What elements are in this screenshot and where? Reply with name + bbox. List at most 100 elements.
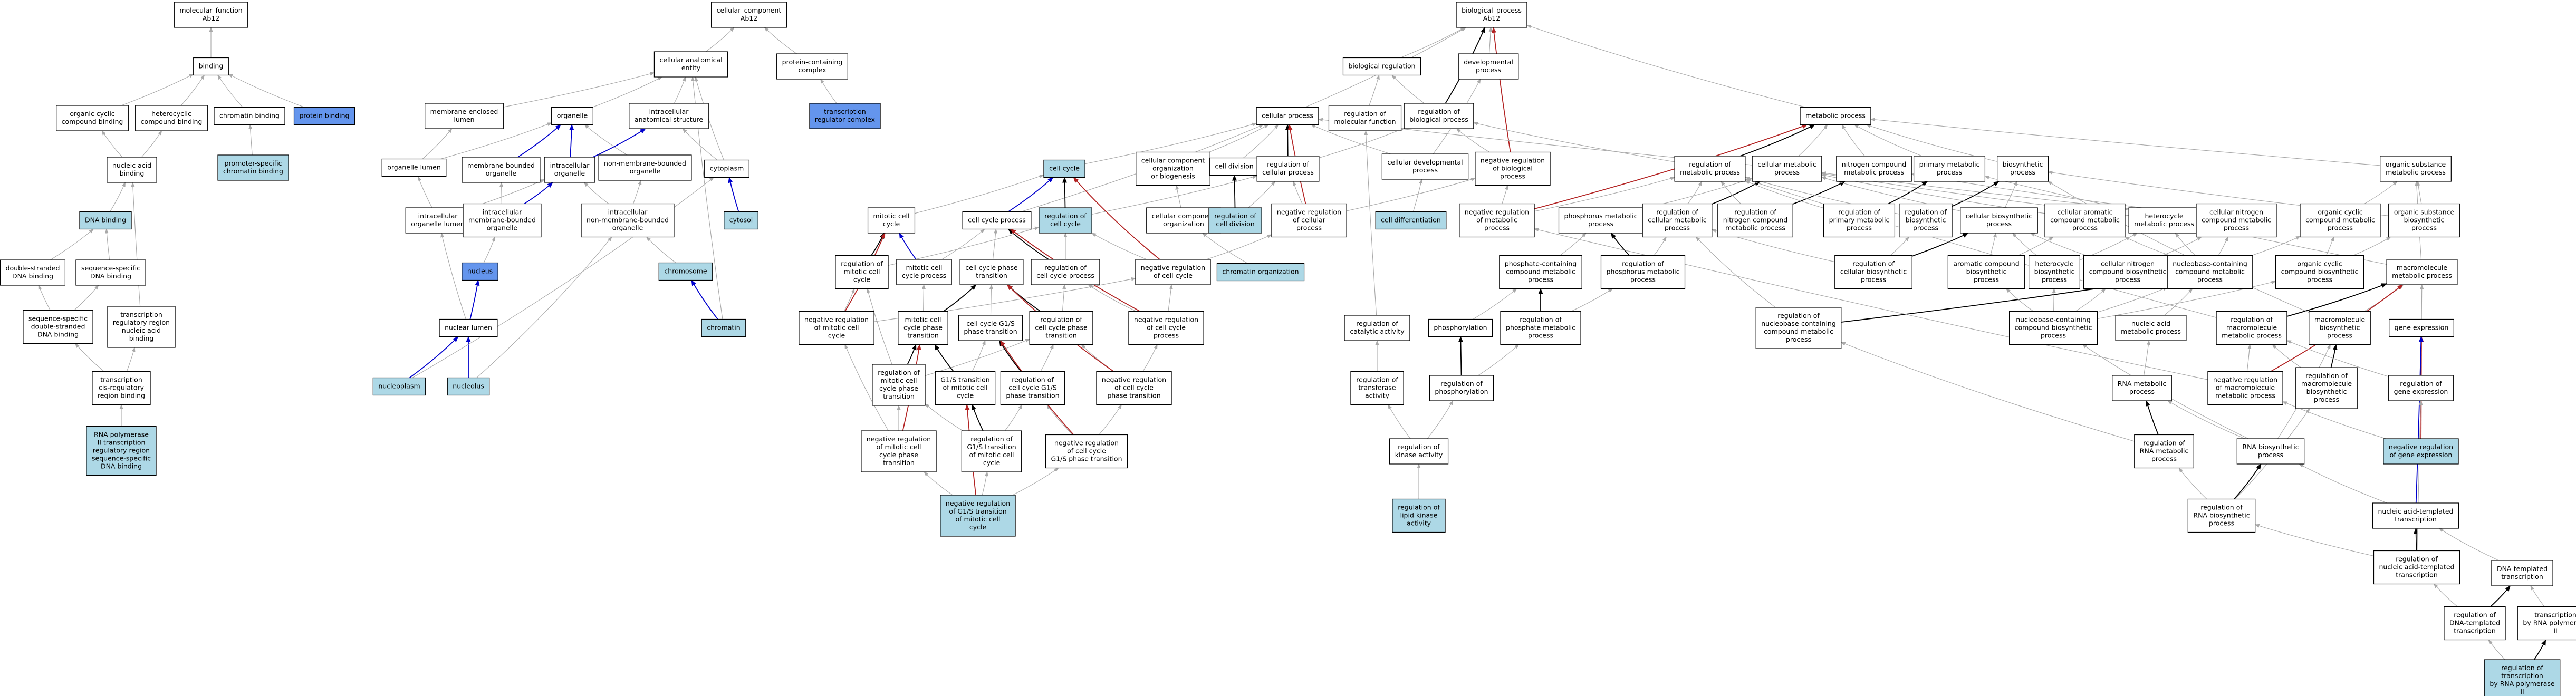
- edge-nucleoplasm-to-cytoplasm: [412, 177, 714, 378]
- node-label-line: biosynthetic: [2320, 324, 2360, 332]
- edge-ncmp-to-metproc: [1841, 124, 1865, 157]
- node-label-line: compound binding: [62, 118, 123, 125]
- node-label-line: biosynthetic: [2034, 268, 2075, 276]
- node-label-line: negative regulation: [804, 316, 869, 324]
- edge-regmacbiosyn-to-regmacmet: [2272, 344, 2301, 368]
- node-label-line: nucleobase-containing: [2016, 316, 2091, 324]
- node-label-line: compound metabolic: [2050, 216, 2120, 224]
- node-label-line: regulation of: [1344, 110, 1386, 118]
- node-box: [79, 211, 132, 230]
- edge-tcrrb-to-ssdsdna: [74, 343, 104, 372]
- edge-regcd-to-celldiv: [1232, 175, 1237, 208]
- node-chromorg: chromatin organization: [1216, 263, 1305, 282]
- node-cytosol: cytosol: [724, 211, 758, 230]
- node-label-line: double-stranded: [6, 264, 60, 272]
- node-box: [1216, 263, 1305, 282]
- node-box: [2380, 156, 2452, 182]
- node-label-line: RNA polymerase: [94, 431, 149, 439]
- node-label-line: phosphorus metabolic: [1564, 212, 1638, 220]
- edge-negrmacmet-to-regmacmet: [2246, 344, 2252, 372]
- node-label-line: process: [1528, 276, 1553, 284]
- node-box: [2491, 560, 2553, 586]
- node-label-line: process: [1937, 168, 1962, 176]
- node-label-line: nucleic acid: [2131, 320, 2170, 327]
- node-label-line: DNA binding: [12, 272, 53, 280]
- node-label-line: compound metabolic: [2305, 216, 2375, 224]
- edge-negrmitcc-to-regmitcc: [843, 288, 855, 312]
- node-label: binding: [199, 62, 224, 70]
- node-box: [2372, 502, 2459, 529]
- node-label-line: organelle: [487, 224, 518, 232]
- node-label-line: cell cycle: [1050, 220, 1081, 228]
- node-box: [1500, 311, 1581, 345]
- edge-osbp-to-osmp: [2416, 181, 2422, 204]
- node-box: [2187, 498, 2256, 533]
- node-label-line: cycle process: [902, 272, 946, 279]
- node-label-line: process: [2258, 451, 2283, 459]
- edge-regnatrans-to-reggeneexp: [2417, 400, 2423, 551]
- node-box: [1752, 156, 1822, 182]
- node-label-line: regulation of: [1852, 260, 1895, 268]
- node-box: [0, 259, 66, 286]
- node-box: [1600, 255, 1686, 289]
- edge-cellbiosyn-to-biosyn: [2004, 181, 2017, 208]
- edge-cncbp-to-cellbiosyn: [2030, 233, 2087, 256]
- node-box: [711, 2, 787, 28]
- node-label-line: primary metabolic: [1829, 216, 1890, 224]
- node-ccproc: cell cycle process: [962, 211, 1032, 230]
- node-box: [898, 311, 948, 345]
- node-label-line: cell cycle phase: [1035, 324, 1088, 332]
- node-label: nucleoplasm: [378, 382, 420, 390]
- edge-nbccbp-to-occbp: [2097, 281, 2276, 320]
- node-label-line: regulation of: [1418, 108, 1460, 115]
- node-label-line: negative regulation: [1465, 208, 1529, 216]
- node-label-line: cellular anatomical: [659, 56, 722, 64]
- node-label-line: transition: [883, 392, 915, 400]
- node-label-line: catalytic activity: [1350, 327, 1405, 335]
- node-box: [1136, 151, 1210, 186]
- edge-regrnamet-to-regnbcbp: [1840, 342, 2135, 442]
- node-label-line: nucleolus: [453, 382, 484, 390]
- edge-ccob-to-cellproc: [1209, 124, 1270, 153]
- edge-nab-to-ocb: [101, 130, 123, 158]
- edge-inmbo-to-intraorg: [583, 182, 609, 204]
- node-box: [2517, 606, 2576, 641]
- node-label-line: protein-containing: [782, 58, 843, 66]
- edge-regpmp-to-regmetp: [1744, 180, 1824, 209]
- edge-regpmp-to-primmet: [1888, 181, 1928, 205]
- node-label-line: II: [2520, 688, 2524, 695]
- node-box: [2236, 438, 2305, 465]
- edge-trrnab-to-nab: [131, 182, 141, 307]
- node-label-line: of mitotic cell: [943, 384, 988, 392]
- node-label-line: by RNA polymerase: [2490, 680, 2554, 688]
- edge-nbcmp-to-occmp: [2252, 236, 2301, 256]
- node-box: [1209, 157, 1260, 176]
- node-box: [86, 426, 157, 476]
- node-box: [2300, 203, 2381, 238]
- node-label-line: cell division: [1215, 162, 1253, 170]
- node-label-line: process: [1774, 168, 1800, 176]
- node-box: [2309, 311, 2371, 345]
